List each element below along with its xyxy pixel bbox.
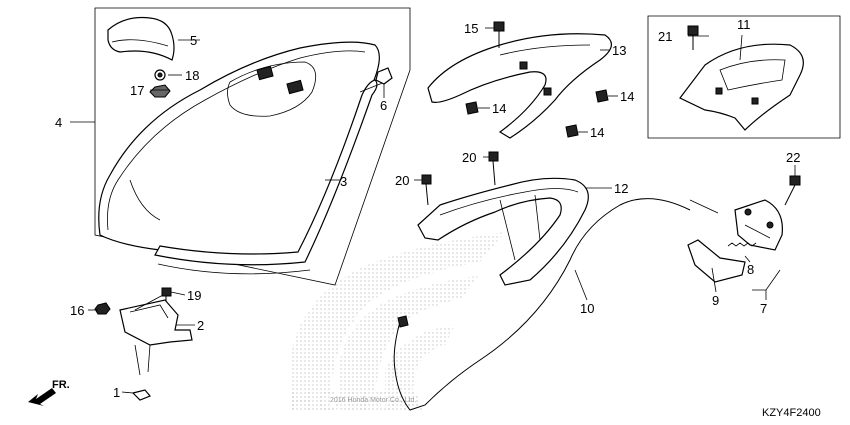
seat-cushion	[98, 41, 380, 263]
watermark-brand: HONDA	[290, 386, 430, 419]
part-15-bolt	[493, 21, 505, 48]
watermark-copyright: 2016 Honda Motor Co., Ltd.	[330, 397, 416, 404]
leader-lines	[70, 27, 796, 394]
part-9-bracket	[687, 239, 746, 283]
callout-13: 13	[612, 43, 626, 58]
callout-2: 2	[197, 318, 204, 333]
part-1-pin	[131, 389, 151, 401]
part-3-seat-rim	[154, 79, 378, 266]
callout-5: 5	[190, 33, 197, 48]
callout-10: 10	[580, 301, 594, 316]
seat-assembly-frame	[94, 7, 411, 286]
part-14-clip-c	[565, 124, 579, 138]
part-20-bolt-a	[421, 174, 432, 206]
callout-18: 18	[185, 68, 199, 83]
part-20-bolt-b	[488, 151, 499, 186]
part-7-seat-lock	[734, 199, 783, 251]
part-14-clip-a	[465, 101, 479, 115]
callout-14c: 14	[590, 125, 604, 140]
part-5-cushion	[107, 16, 175, 61]
callout-9: 9	[712, 293, 719, 308]
callout-12: 12	[614, 181, 628, 196]
part-2-seat-catch	[119, 299, 193, 346]
part-6-grommet	[375, 67, 393, 85]
callout-14a: 14	[492, 101, 506, 116]
callout-15: 15	[464, 21, 478, 36]
callout-14b: 14	[620, 89, 634, 104]
callout-1: 1	[113, 385, 120, 400]
callout-4: 4	[55, 115, 62, 130]
part-10-seat-cable	[393, 198, 691, 411]
part-11-group-frame	[647, 15, 841, 139]
callout-7: 7	[760, 301, 767, 316]
callout-19: 19	[187, 288, 201, 303]
callout-3: 3	[340, 174, 347, 189]
callout-20b: 20	[395, 173, 409, 188]
callout-11: 11	[737, 17, 751, 32]
callout-22: 22	[786, 150, 800, 165]
part-16-nut	[94, 302, 111, 315]
part-21-bolt	[687, 25, 699, 50]
part-17-nut	[149, 84, 171, 98]
part-8-spring	[727, 242, 757, 247]
diagram-code: KZY4F2400	[762, 407, 821, 419]
callout-6: 6	[380, 98, 387, 113]
callout-8: 8	[747, 262, 754, 277]
callout-21: 21	[658, 29, 672, 44]
callout-16: 16	[70, 303, 84, 318]
callout-17: 17	[130, 83, 144, 98]
part-14-clip-b	[595, 89, 609, 103]
part-12-grab-rail	[417, 177, 589, 286]
front-direction-arrow: FR.	[28, 379, 70, 406]
callout-20a: 20	[462, 150, 476, 165]
part-13-rear-cover	[427, 33, 612, 139]
part-22-bolt	[784, 175, 801, 206]
honda-wing-logo	[290, 232, 505, 410]
direction-label: FR.	[52, 379, 70, 391]
